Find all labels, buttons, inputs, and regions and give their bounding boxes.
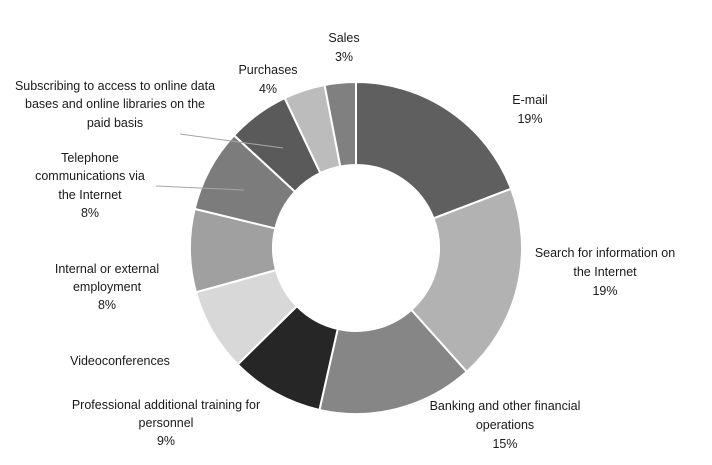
label-video-line-1: Videoconferences	[70, 354, 170, 368]
label-employment-line-2: employment	[73, 280, 142, 294]
label-subscribing-line-1: Subscribing to access to online data	[15, 79, 215, 93]
leader-lines	[155, 133, 284, 191]
label-email: E-mail 19%	[512, 93, 547, 126]
label-telephone: Telephone communications via the Interne…	[35, 151, 145, 220]
label-email-line-2: 19%	[517, 112, 542, 126]
label-telephone-line-4: 8%	[81, 206, 99, 220]
label-banking: Banking and other financial operations 1…	[430, 399, 581, 451]
slice-e-mail	[355, 80, 513, 220]
label-subscribing: Subscribing to access to online data bas…	[15, 79, 215, 130]
label-subscribing-line-3: paid basis	[87, 116, 143, 130]
label-employment-line-3: 8%	[98, 298, 116, 312]
label-subscribing-line-2: bases and online libraries on the	[25, 97, 205, 111]
label-search-line-1: Search for information on	[535, 246, 675, 260]
slice-sales	[323, 80, 357, 168]
label-search: Search for information on the Internet 1…	[535, 246, 675, 298]
label-telephone-line-1: Telephone	[61, 151, 119, 165]
label-telephone-line-2: communications via	[35, 169, 145, 183]
label-training-line-3: 9%	[157, 434, 175, 448]
label-employment-line-1: Internal or external	[55, 262, 159, 276]
label-training-line-1: Professional additional training for	[72, 398, 260, 412]
label-video: Videoconferences	[70, 354, 170, 368]
label-email-line-1: E-mail	[512, 93, 547, 107]
slice-search-for-information-on-the-internet	[409, 187, 523, 374]
label-employment: Internal or external employment 8%	[55, 262, 159, 312]
label-sales: Sales 3%	[328, 31, 359, 64]
label-banking-line-2: operations	[476, 418, 534, 432]
label-purchases: Purchases 4%	[238, 63, 297, 96]
leader-line-telephone	[155, 185, 245, 191]
label-sales-line-2: 3%	[335, 50, 353, 64]
slices-group	[189, 80, 523, 415]
label-telephone-line-3: the Internet	[58, 188, 122, 202]
leader-line-subscribing	[179, 133, 284, 149]
label-search-line-2: the Internet	[573, 265, 637, 279]
label-training-line-2: personnel	[139, 416, 194, 430]
label-banking-line-3: 15%	[492, 437, 517, 451]
label-search-line-3: 19%	[592, 284, 617, 298]
label-banking-line-1: Banking and other financial	[430, 399, 581, 413]
label-training: Professional additional training for per…	[72, 398, 260, 448]
label-sales-line-1: Sales	[328, 31, 359, 45]
label-purchases-line-2: 4%	[259, 82, 277, 96]
label-purchases-line-1: Purchases	[238, 63, 297, 77]
